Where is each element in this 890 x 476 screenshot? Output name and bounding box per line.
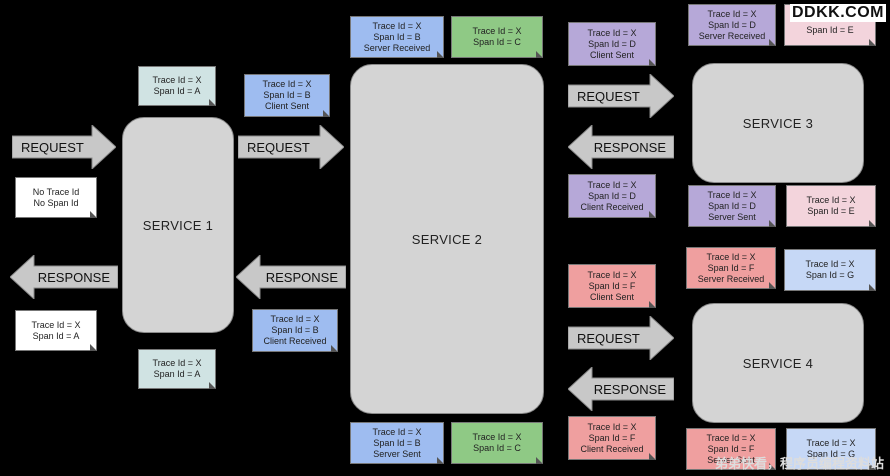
note-service1-top: Trace Id = X Span Id = A [138,66,216,106]
watermark-footer: 弟弟快看，程序员编程资料站 [714,456,884,471]
note-no-trace: No Trace Id No Span Id [15,177,97,218]
service-4-box: SERVICE 4 [692,303,864,423]
client-response-arrow: RESPONSE [10,255,118,299]
watermark-logo: DDKK.COM [790,4,886,22]
note-server-sent-d: Trace Id = X Span Id = D Server Sent [688,185,776,227]
response-label: RESPONSE [265,269,338,285]
request-label: REQUEST [21,139,84,155]
service-2-box: SERVICE 2 [350,64,544,414]
s4-to-s2-response-arrow: RESPONSE [568,367,674,411]
service-1-label: SERVICE 1 [142,217,214,233]
client-request-arrow: REQUEST [12,125,116,169]
service-3-box: SERVICE 3 [692,63,864,183]
note-server-sent-f: Trace Id = X Span Id = F Server Sent [686,428,776,470]
note-span-c-top: Trace Id = X Span Id = C [451,16,543,58]
s2-to-s3-request-arrow: REQUEST [568,74,674,118]
service-1-box: SERVICE 1 [122,117,234,333]
note-client-sent-d: Trace Id = X Span Id = D Client Sent [568,22,656,66]
response-label: RESPONSE [593,381,666,397]
note-service1-bottom: Trace Id = X Span Id = A [138,349,216,389]
request-label: REQUEST [577,330,640,346]
note-span-c-bottom: Trace Id = X Span Id = C [451,422,543,464]
note-server-received-b: Trace Id = X Span Id = B Server Received [350,16,444,58]
s2-to-s1-response-arrow: RESPONSE [236,255,346,299]
response-label: RESPONSE [593,139,666,155]
note-span-g-top: Trace Id = X Span Id = G [784,249,876,291]
service-4-label: SERVICE 4 [742,355,814,371]
note-client-sent-b: Trace Id = X Span Id = B Client Sent [244,74,330,117]
note-client-received-d: Trace Id = X Span Id = D Client Received [568,174,656,218]
s1-to-s2-request-arrow: REQUEST [238,125,344,169]
note-server-sent-b: Trace Id = X Span Id = B Server Sent [350,422,444,464]
note-server-received-d: Trace Id = X Span Id = D Server Received [688,4,776,46]
note-span-g-bottom: Trace Id = X Span Id = G [786,428,876,470]
request-label: REQUEST [247,139,310,155]
s3-to-s2-response-arrow: RESPONSE [568,125,674,169]
note-response-client: Trace Id = X Span Id = A [15,310,97,351]
note-client-received-b: Trace Id = X Span Id = B Client Received [252,309,338,352]
service-3-label: SERVICE 3 [742,115,814,131]
s2-to-s4-request-arrow: REQUEST [568,316,674,360]
note-server-received-f: Trace Id = X Span Id = F Server Received [686,247,776,289]
service-2-label: SERVICE 2 [411,231,483,247]
note-span-e-mid: Trace Id = X Span Id = E [786,185,876,227]
note-client-sent-f: Trace Id = X Span Id = F Client Sent [568,264,656,308]
response-label: RESPONSE [37,269,110,285]
note-client-received-f: Trace Id = X Span Id = F Client Received [568,416,656,460]
request-label: REQUEST [577,88,640,104]
